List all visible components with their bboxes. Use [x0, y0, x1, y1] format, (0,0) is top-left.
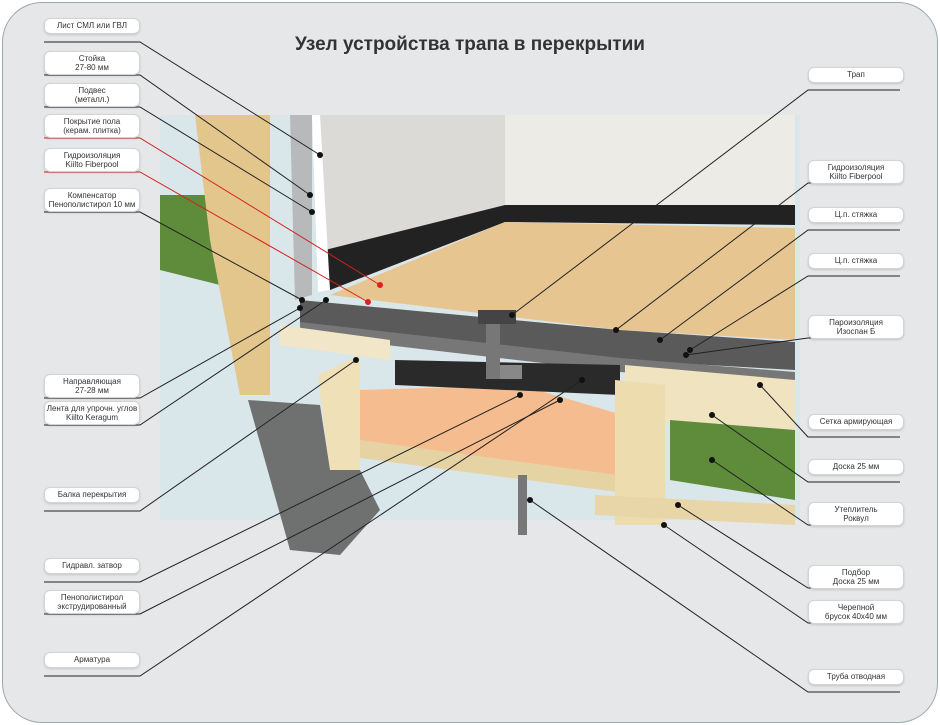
label-left-8: Лента для упрочн. углов Kiilto Keragum	[44, 401, 140, 425]
leader-line	[529, 499, 900, 693]
gypsum-board	[312, 115, 330, 292]
leader-dot	[509, 312, 515, 318]
label-right-8: Утеплитель Роквул	[808, 502, 904, 526]
leader-dot	[527, 497, 533, 503]
extruded-polystyrene	[360, 385, 640, 480]
leader-dot	[675, 502, 681, 508]
leader-dot	[299, 297, 305, 303]
leader-line	[44, 307, 301, 399]
leader-line	[44, 171, 369, 303]
label-right-5: Пароизоляция Изоспан Б	[808, 315, 904, 339]
label-right-2: Гидроизоляция Kiilto Fiberpool	[808, 160, 904, 184]
leader-line	[659, 229, 900, 341]
leader-dot	[657, 337, 663, 343]
guide-board	[280, 325, 390, 360]
leader-line	[44, 74, 311, 196]
label-left-3: Подвес (металл.)	[44, 83, 140, 107]
back-wall	[505, 115, 795, 210]
side-waterproofing	[325, 205, 505, 290]
leader-line	[511, 89, 900, 316]
leader-dot	[317, 152, 323, 158]
label-left-11: Пенополистирол экструдированный	[44, 590, 140, 614]
leader-dot	[709, 412, 715, 418]
leader-line	[44, 359, 357, 512]
concrete-foundation	[248, 400, 380, 555]
label-left-2: Стойка 27-80 мм	[44, 51, 140, 75]
hydraulic-seal	[500, 365, 522, 379]
label-right-6: Сетка армирующая	[808, 414, 904, 430]
leader-dot	[683, 352, 689, 358]
floor-beam-right	[615, 380, 665, 525]
diagram-title: Узел устройства трапа в перекрытии	[295, 34, 645, 55]
label-left-7: Направляющая 27-28 мм	[44, 374, 140, 398]
leader-line	[44, 211, 303, 301]
leader-dot	[757, 382, 763, 388]
wood-post	[195, 115, 270, 395]
tile-floor	[330, 222, 795, 340]
label-right-10: Черепной брусок 40х40 мм	[808, 600, 904, 624]
label-right-3: Ц.п. стяжка	[808, 207, 904, 223]
label-left-4: Покрытие пола (керам. плитка)	[44, 114, 140, 138]
leader-dot	[353, 357, 359, 363]
screed-layer	[300, 300, 795, 370]
leader-dot	[309, 209, 315, 215]
label-left-9: Балка перекрытия	[44, 487, 140, 503]
leader-dot	[517, 392, 523, 398]
drain-body	[486, 324, 500, 379]
drain-grate	[478, 310, 516, 324]
leader-dot	[307, 192, 313, 198]
label-right-4: Ц.п. стяжка	[808, 253, 904, 269]
leader-dot	[323, 297, 329, 303]
label-right-9: Подбор Доска 25 мм	[808, 565, 904, 589]
label-left-6: Компенсатор Пенополистирол 10 мм	[44, 188, 140, 212]
subfloor-board-right	[595, 495, 795, 525]
leader-dot	[613, 327, 619, 333]
label-right-1: Трап	[808, 67, 904, 83]
leader-line	[711, 414, 900, 483]
label-left-12: Арматура	[44, 652, 140, 668]
label-left-1: Лист СМЛ или ГВЛ	[44, 18, 140, 34]
rockwool-insulation	[670, 420, 795, 500]
floor-beam-left	[318, 355, 360, 475]
leader-line	[44, 41, 321, 156]
metal-stud	[290, 115, 312, 300]
subfloor-board	[360, 440, 640, 495]
leader-dot	[709, 457, 715, 463]
label-right-7: Доска 25 мм	[808, 459, 904, 475]
label-right-11: Труба отводная	[808, 669, 904, 685]
leader-line	[44, 399, 561, 615]
leader-dot	[661, 522, 667, 528]
leader-dot	[557, 397, 563, 403]
leader-dot	[377, 282, 383, 288]
label-left-10: Гидравл. затвор	[44, 558, 140, 574]
leader-line	[44, 137, 381, 286]
outlet-pipe	[518, 475, 527, 535]
label-left-5: Гидроизоляция Kiilto Fiberpool	[44, 148, 140, 172]
leader-dot	[687, 347, 693, 353]
leader-line	[44, 106, 313, 213]
leader-line	[44, 394, 521, 583]
leader-line	[759, 384, 900, 438]
leader-line	[44, 379, 583, 677]
back-baseboard-waterproofing	[505, 205, 795, 225]
leader-line	[44, 299, 327, 426]
leader-dot	[297, 305, 303, 311]
leader-dot	[579, 377, 585, 383]
leader-line	[689, 275, 900, 351]
leader-dot	[365, 299, 371, 305]
board-25mm	[625, 365, 795, 430]
